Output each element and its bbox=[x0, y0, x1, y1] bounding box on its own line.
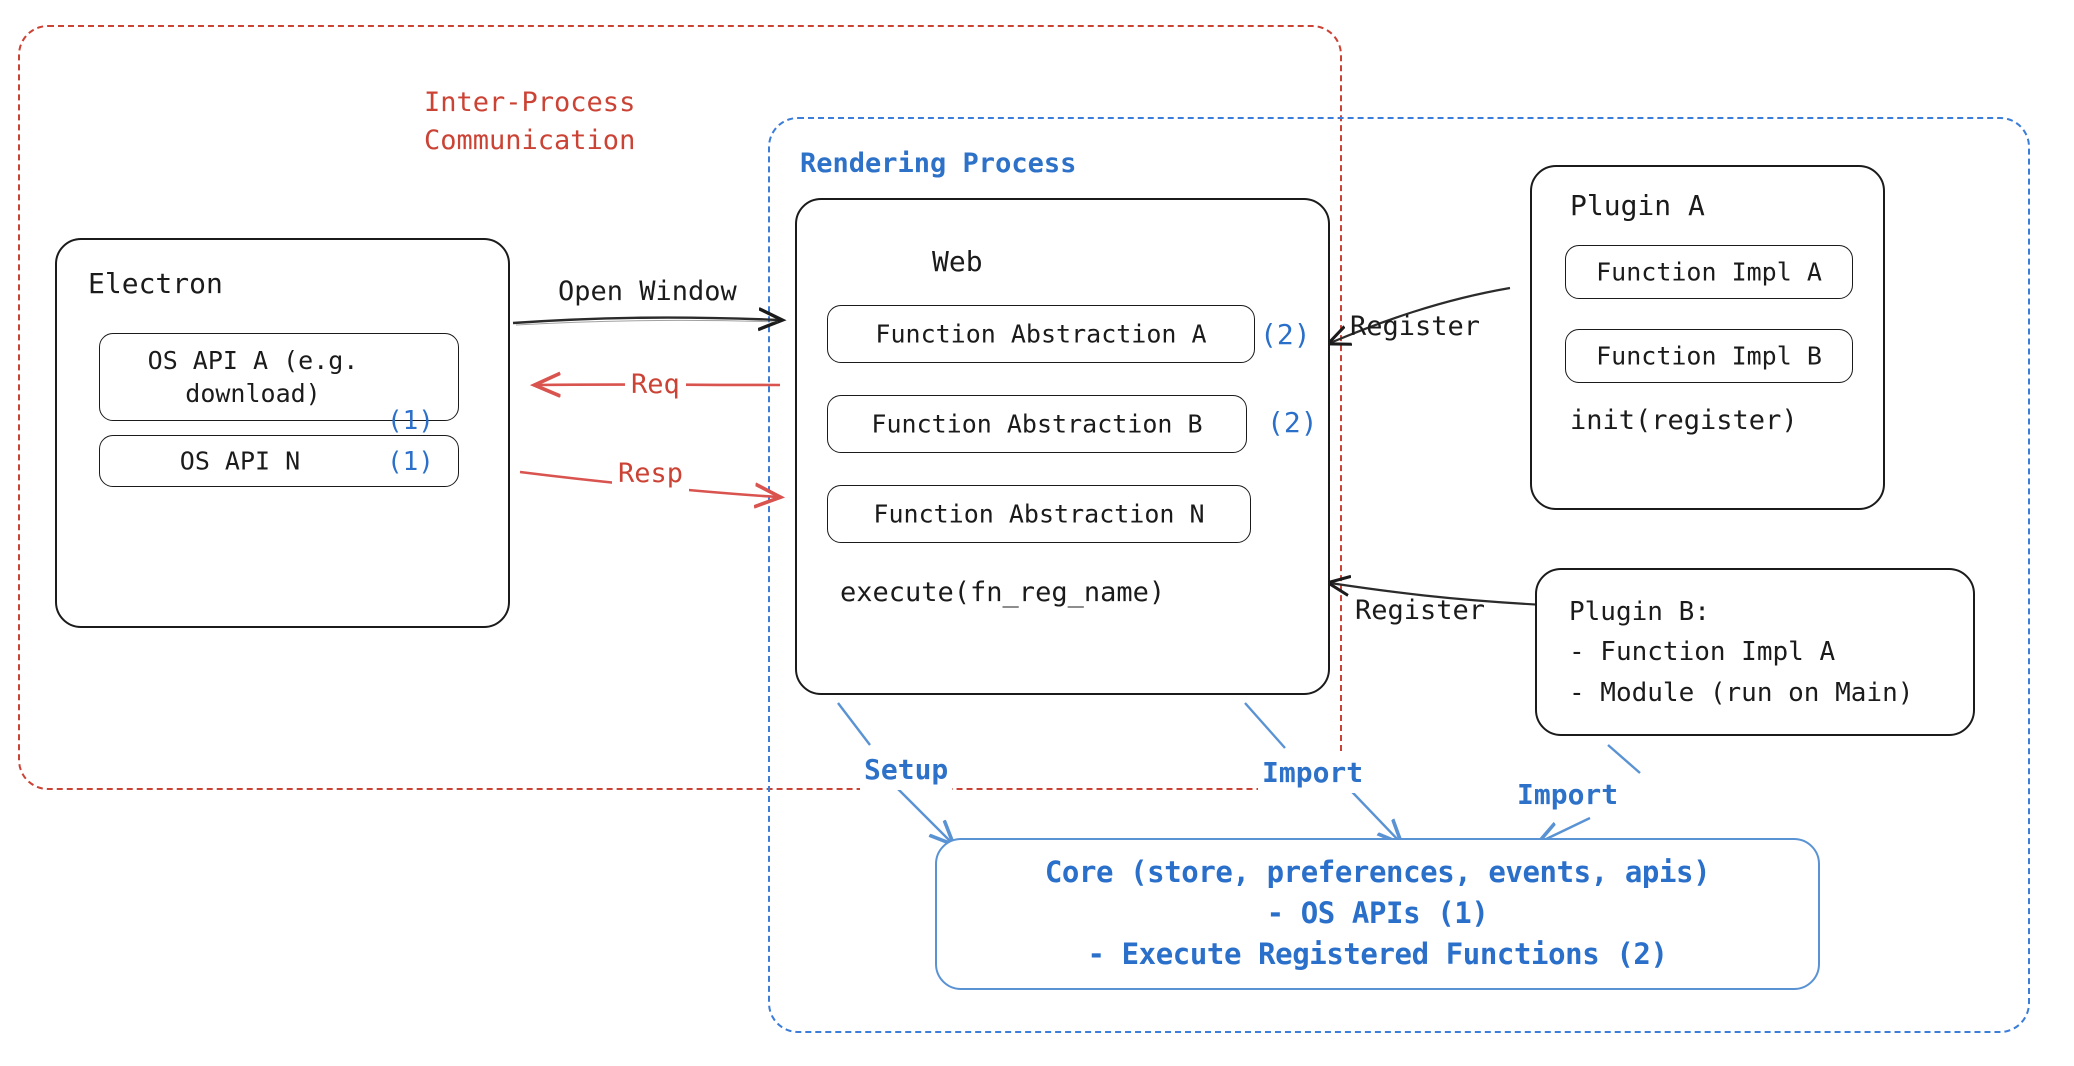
arrow-label-setup: Setup bbox=[860, 750, 953, 790]
function-impl-a-label: Function Impl A bbox=[1596, 257, 1822, 287]
arrow-label-register-bottom: Register bbox=[1355, 595, 1486, 626]
function-abstraction-b-box[interactable]: Function Abstraction B bbox=[827, 395, 1247, 453]
plugin-b-line-2: - Module (run on Main) bbox=[1569, 677, 1914, 708]
arrow-label-resp: Resp bbox=[612, 455, 690, 494]
core-line-2: - Execute Registered Functions (2) bbox=[1087, 937, 1668, 972]
function-abstraction-n-box[interactable]: Function Abstraction N bbox=[827, 485, 1251, 543]
function-impl-b-label: Function Impl B bbox=[1596, 341, 1822, 371]
os-api-n-box[interactable]: OS API N bbox=[99, 435, 459, 487]
arrow-label-req: Req bbox=[625, 366, 686, 405]
core-line-0: Core (store, preferences, events, apis) bbox=[1044, 855, 1711, 890]
plugin-b-line-0: Plugin B: bbox=[1569, 597, 1710, 627]
plugin-a-box[interactable]: Plugin A Function Impl A Function Impl B… bbox=[1530, 165, 1885, 510]
electron-box[interactable]: Electron OS API A (e.g. download) (1) OS… bbox=[55, 238, 510, 628]
ipc-region bbox=[18, 25, 1342, 790]
function-abstraction-n-label: Function Abstraction N bbox=[873, 499, 1205, 529]
web-title: Web bbox=[932, 245, 983, 278]
arrow-label-import-web: Import bbox=[1258, 753, 1368, 793]
plugin-b-box[interactable]: Plugin B: - Function Impl A - Module (ru… bbox=[1535, 568, 1975, 736]
rendering-process-label: Rendering Process bbox=[800, 148, 1077, 179]
core-line-1: - OS APIs (1) bbox=[1266, 896, 1489, 931]
plugin-b-lines: Plugin B: - Function Impl A - Module (ru… bbox=[1569, 592, 1913, 713]
plugin-a-title: Plugin A bbox=[1570, 189, 1705, 222]
os-api-a-annotation: (1) bbox=[387, 406, 434, 436]
web-execute-label: execute(fn_reg_name) bbox=[840, 577, 1166, 608]
plugin-a-init-label: init(register) bbox=[1570, 405, 1798, 436]
electron-title: Electron bbox=[88, 267, 223, 300]
arrow-label-register-top: Register bbox=[1350, 311, 1481, 342]
plugin-b-line-1: - Function Impl A bbox=[1569, 637, 1836, 668]
ipc-region-label: Inter-Process Communication bbox=[424, 87, 636, 157]
function-abstraction-b-annotation: (2) bbox=[1267, 406, 1318, 439]
os-api-a-label: OS API A (e.g. download) bbox=[147, 346, 359, 408]
web-box[interactable]: Web Function Abstraction A Function Abst… bbox=[795, 198, 1330, 695]
function-abstraction-a-box[interactable]: Function Abstraction A bbox=[827, 305, 1255, 363]
function-abstraction-a-annotation: (2) bbox=[1260, 318, 1311, 351]
arrow-label-import-plugin-b: Import bbox=[1513, 775, 1623, 815]
function-abstraction-a-label: Function Abstraction A bbox=[875, 319, 1207, 349]
core-box[interactable]: Core (store, preferences, events, apis) … bbox=[935, 838, 1820, 990]
rendering-process-region bbox=[768, 117, 2030, 1033]
os-api-n-label: OS API N bbox=[179, 446, 301, 476]
core-text: Core (store, preferences, events, apis) … bbox=[937, 852, 1818, 976]
function-impl-a-box[interactable]: Function Impl A bbox=[1565, 245, 1853, 299]
arrow-label-open-window: Open Window bbox=[558, 276, 737, 307]
os-api-a-box[interactable]: OS API A (e.g. download) bbox=[99, 333, 459, 421]
os-api-n-annotation: (1) bbox=[387, 447, 434, 477]
function-impl-b-box[interactable]: Function Impl B bbox=[1565, 329, 1853, 383]
function-abstraction-b-label: Function Abstraction B bbox=[871, 409, 1203, 439]
